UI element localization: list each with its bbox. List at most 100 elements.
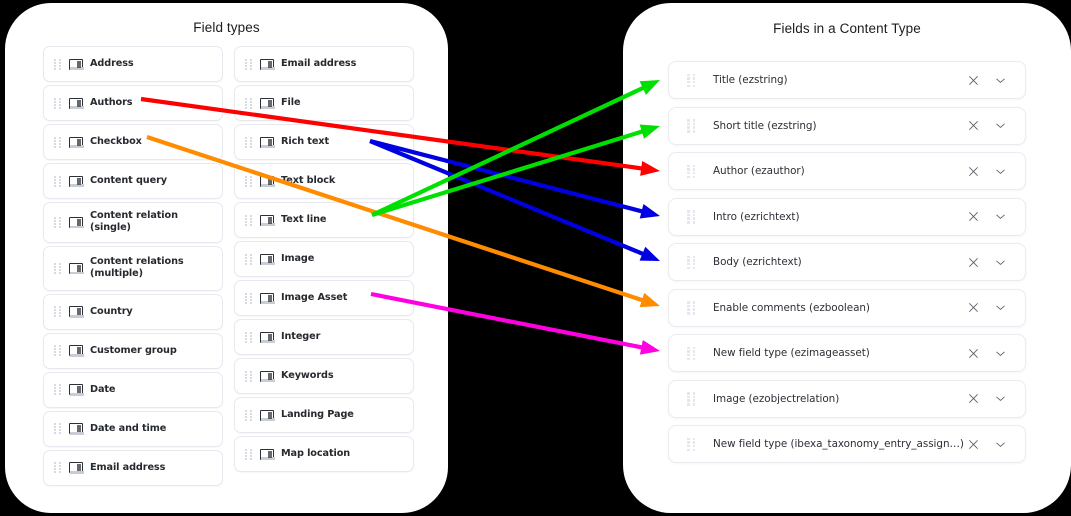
content-type-field-row[interactable]: Image (ezobjectrelation): [668, 379, 1026, 418]
field-type-icon: [69, 58, 84, 70]
field-type-item[interactable]: File: [234, 85, 414, 121]
field-type-label: Integer: [281, 330, 321, 342]
close-icon[interactable]: [967, 438, 980, 451]
field-type-label: Authors: [90, 96, 133, 108]
drag-handle-icon[interactable]: [687, 255, 695, 270]
field-type-icon: [69, 384, 84, 396]
content-type-fields-panel-title: Fields in a Content Type: [773, 21, 921, 36]
field-type-item[interactable]: Authors: [43, 85, 223, 121]
content-type-field-row[interactable]: Intro (ezrichtext): [668, 197, 1026, 236]
field-type-item[interactable]: Email address: [43, 449, 223, 486]
field-type-item[interactable]: Date: [43, 371, 223, 408]
close-icon[interactable]: [967, 210, 980, 223]
drag-handle-icon[interactable]: [245, 214, 252, 226]
field-type-item[interactable]: Image Asset: [234, 280, 414, 316]
field-type-item[interactable]: Landing Page: [234, 397, 414, 433]
drag-handle-icon[interactable]: [54, 136, 61, 148]
field-type-label: Landing Page: [281, 408, 354, 420]
field-type-label: Date: [90, 383, 116, 395]
field-type-item[interactable]: Content relation (single): [43, 202, 223, 243]
field-type-label: Keywords: [281, 369, 334, 381]
drag-handle-icon[interactable]: [54, 58, 61, 70]
drag-handle-icon[interactable]: [245, 97, 252, 109]
field-type-item[interactable]: Integer: [234, 319, 414, 355]
drag-handle-icon[interactable]: [54, 306, 61, 318]
chevron-down-icon[interactable]: [994, 74, 1007, 87]
close-icon[interactable]: [967, 301, 980, 314]
drag-handle-icon[interactable]: [687, 392, 695, 406]
content-type-field-row[interactable]: New field type (ibexa_taxonomy_entry_ass…: [668, 425, 1026, 463]
field-type-icon: [69, 345, 84, 357]
content-type-field-row[interactable]: Author (ezauthor): [668, 152, 1026, 190]
chevron-down-icon[interactable]: [994, 301, 1007, 314]
field-type-item[interactable]: Text block: [234, 163, 414, 199]
drag-handle-icon[interactable]: [245, 292, 252, 304]
chevron-down-icon[interactable]: [994, 438, 1007, 451]
drag-handle-icon[interactable]: [687, 73, 695, 88]
drag-handle-icon[interactable]: [245, 409, 252, 421]
drag-handle-icon[interactable]: [54, 384, 61, 396]
drag-handle-icon[interactable]: [54, 462, 61, 474]
drag-handle-icon[interactable]: [245, 370, 252, 382]
field-type-label: File: [281, 96, 301, 108]
drag-handle-icon[interactable]: [687, 346, 695, 361]
drag-handle-icon[interactable]: [245, 58, 252, 70]
chevron-down-icon[interactable]: [994, 347, 1007, 360]
field-type-item[interactable]: Date and time: [43, 410, 223, 447]
field-type-item[interactable]: Content query: [43, 163, 223, 199]
content-type-field-label: Body (ezrichtext): [713, 256, 802, 268]
close-icon[interactable]: [967, 256, 980, 269]
field-type-label: Map location: [281, 447, 351, 459]
drag-handle-icon[interactable]: [245, 448, 252, 460]
field-type-item[interactable]: Image: [234, 241, 414, 277]
content-type-field-row[interactable]: New field type (ezimageasset): [668, 334, 1026, 372]
drag-handle-icon[interactable]: [245, 175, 252, 187]
close-icon[interactable]: [967, 119, 980, 132]
field-type-icon: [260, 448, 275, 460]
drag-handle-icon[interactable]: [687, 164, 695, 179]
field-type-label: Rich text: [281, 135, 329, 147]
field-type-label: Email address: [90, 461, 166, 473]
field-type-item[interactable]: Keywords: [234, 358, 414, 394]
drag-handle-icon[interactable]: [245, 136, 252, 148]
drag-handle-icon[interactable]: [54, 97, 61, 109]
field-type-item[interactable]: Rich text: [234, 124, 414, 160]
field-type-icon: [69, 462, 84, 474]
drag-handle-icon[interactable]: [687, 119, 695, 133]
content-type-field-row[interactable]: Enable comments (ezboolean): [668, 288, 1026, 327]
field-type-item[interactable]: Customer group: [43, 332, 223, 369]
close-icon[interactable]: [967, 347, 980, 360]
field-type-label: Content query: [90, 174, 167, 186]
content-type-field-actions: [967, 392, 1007, 405]
close-icon[interactable]: [967, 74, 980, 87]
content-type-field-label: Title (ezstring): [713, 74, 788, 86]
drag-handle-icon[interactable]: [245, 331, 252, 343]
chevron-down-icon[interactable]: [994, 165, 1007, 178]
field-type-item[interactable]: Content relations (multiple): [43, 245, 223, 291]
content-type-field-row[interactable]: Title (ezstring): [668, 61, 1026, 99]
field-type-item[interactable]: Checkbox: [43, 124, 223, 160]
drag-handle-icon[interactable]: [687, 301, 695, 315]
field-type-item[interactable]: Address: [43, 46, 223, 82]
close-icon[interactable]: [967, 392, 980, 405]
drag-handle-icon[interactable]: [54, 345, 61, 357]
chevron-down-icon[interactable]: [994, 256, 1007, 269]
drag-handle-icon[interactable]: [54, 175, 61, 187]
drag-handle-icon[interactable]: [54, 423, 61, 435]
field-type-item[interactable]: Map location: [234, 436, 414, 472]
chevron-down-icon[interactable]: [994, 210, 1007, 223]
field-type-item[interactable]: Country: [43, 293, 223, 330]
field-type-item[interactable]: Email address: [234, 46, 414, 82]
drag-handle-icon[interactable]: [54, 216, 61, 228]
drag-handle-icon[interactable]: [245, 253, 252, 265]
content-type-field-row[interactable]: Short title (ezstring): [668, 106, 1026, 145]
drag-handle-icon[interactable]: [687, 437, 695, 452]
content-type-field-row[interactable]: Body (ezrichtext): [668, 243, 1026, 281]
field-type-item[interactable]: Text line: [234, 202, 414, 238]
field-type-label: Country: [90, 305, 133, 317]
chevron-down-icon[interactable]: [994, 392, 1007, 405]
chevron-down-icon[interactable]: [994, 119, 1007, 132]
close-icon[interactable]: [967, 165, 980, 178]
drag-handle-icon[interactable]: [54, 262, 61, 274]
drag-handle-icon[interactable]: [687, 210, 695, 224]
